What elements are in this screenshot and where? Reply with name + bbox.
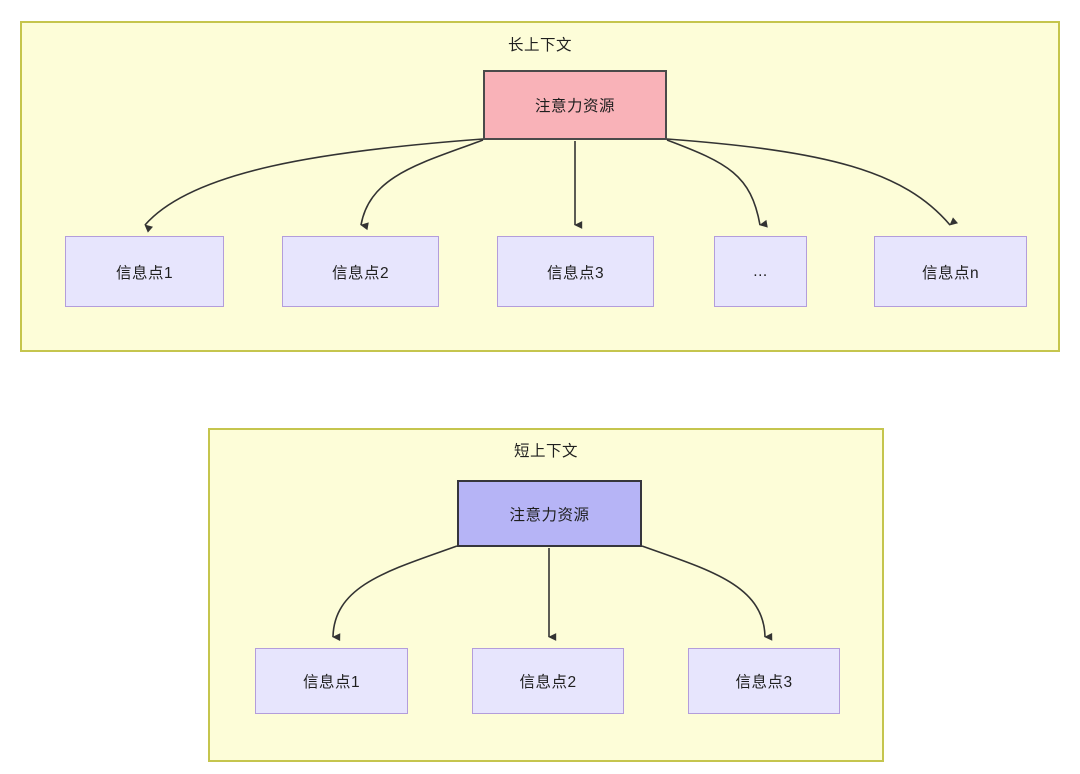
node-label: ...: [753, 262, 768, 280]
node-info-point-3-short[interactable]: 信息点3: [688, 648, 840, 714]
node-info-point-1-short[interactable]: 信息点1: [255, 648, 408, 714]
node-info-point-n-long[interactable]: 信息点n: [874, 236, 1027, 307]
node-info-point-2-short[interactable]: 信息点2: [472, 648, 624, 714]
panel-short-context: 短上下文 注意力资源 信息点1 信息点2 信息点3: [208, 428, 884, 762]
node-info-point-2-long[interactable]: 信息点2: [282, 236, 439, 307]
node-label: 信息点2: [519, 674, 577, 691]
edge-root-to-leaf-1: [144, 138, 484, 233]
node-info-point-ellipsis-long[interactable]: ...: [714, 236, 807, 307]
edge-root-to-leaf-3: [641, 545, 773, 641]
node-label: 信息点n: [921, 264, 980, 282]
panel-short-context-title: 短上下文: [513, 443, 578, 460]
node-label: 注意力资源: [534, 98, 615, 115]
node-label: 信息点1: [302, 674, 361, 691]
edge-root-to-leaf-1: [332, 545, 458, 642]
node-label: 注意力资源: [509, 506, 590, 524]
node-attention-resource-long[interactable]: 注意力资源: [483, 70, 667, 140]
node-info-point-1-long[interactable]: 信息点1: [65, 236, 224, 307]
node-label: 信息点2: [331, 264, 390, 282]
node-label: 信息点1: [115, 264, 174, 282]
node-info-point-3-long[interactable]: 信息点3: [497, 236, 654, 307]
panel-long-context: 长上下文 注意力资源 信息点1 信息点2: [20, 21, 1060, 352]
node-label: 信息点3: [735, 674, 793, 691]
node-attention-resource-short[interactable]: 注意力资源: [457, 480, 642, 547]
edge-root-to-leaf-2: [360, 139, 484, 231]
edge-root-to-leaf-4: [666, 139, 768, 228]
node-label: 信息点3: [546, 264, 605, 282]
edge-root-to-leaf-5: [666, 138, 959, 226]
panel-long-context-title: 长上下文: [507, 37, 572, 54]
